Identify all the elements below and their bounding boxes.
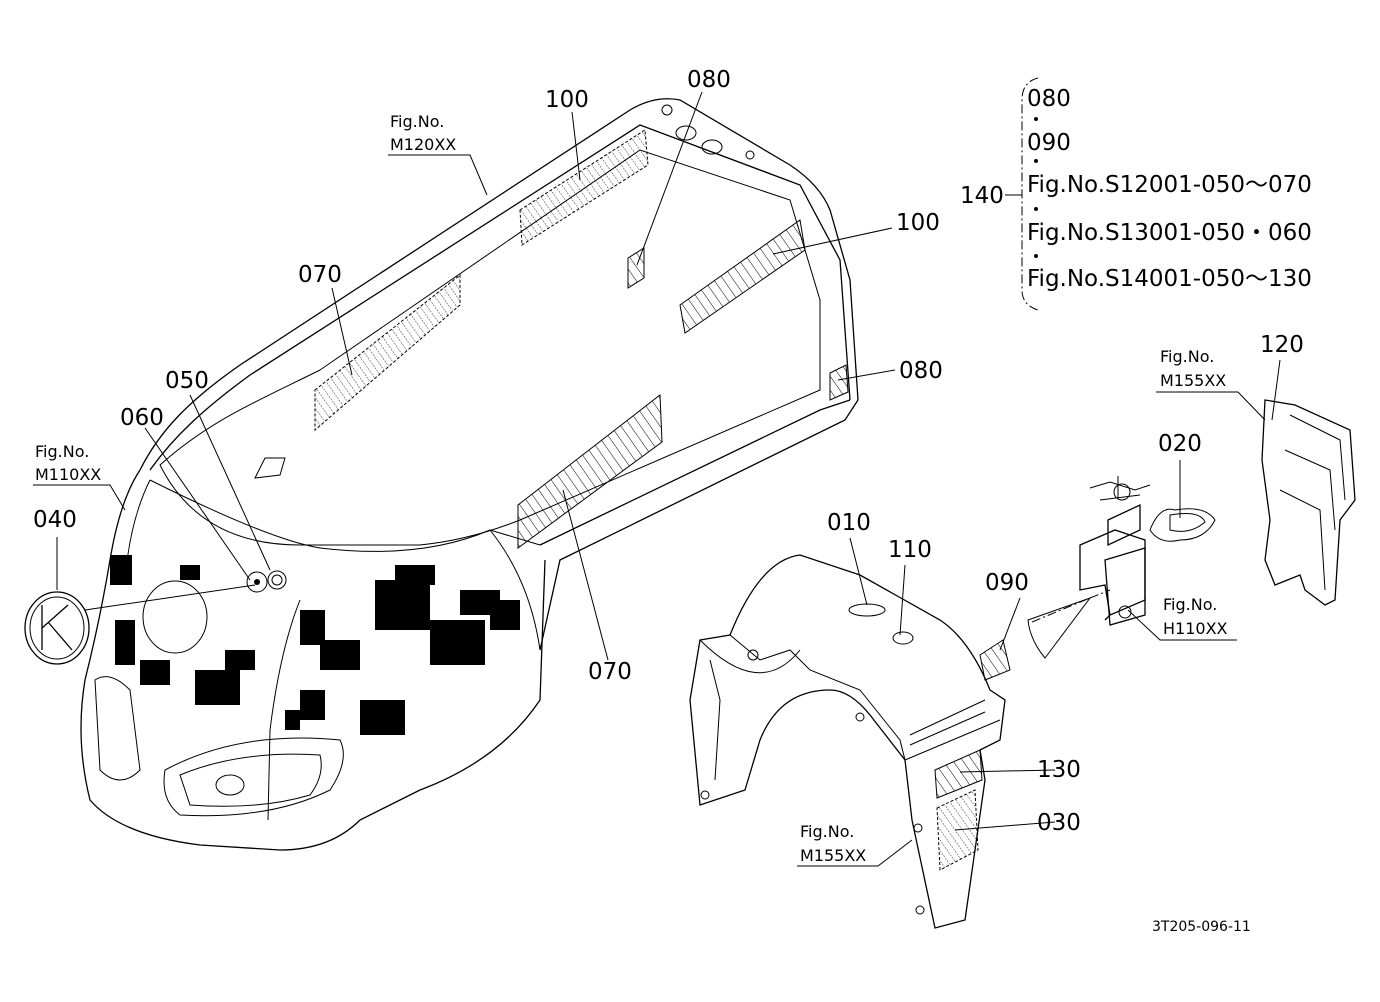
figref-m110-line2: M110XX (35, 465, 101, 484)
callout-010: 010 (827, 510, 871, 536)
decal-070-bottom (517, 394, 663, 549)
hood-texture (110, 555, 520, 735)
fender-assembly (689, 554, 1006, 929)
bom-item-5: Fig.No.S14001-050～130 (1027, 266, 1312, 292)
side-panel-120 (1261, 399, 1356, 606)
figref-m155-bottom-line1: Fig.No. (800, 822, 854, 841)
callout-100-top: 100 (545, 87, 589, 113)
decal-070-left (314, 273, 461, 432)
callout-120: 120 (1260, 332, 1304, 358)
bom-number: 140 (960, 183, 1004, 209)
callout-080-top: 080 (687, 67, 731, 93)
decal-100-top (519, 129, 649, 246)
figref-m155-bottom-line2: M155XX (800, 846, 866, 865)
figref-m120-line1: Fig.No. (390, 112, 444, 131)
callout-020: 020 (1158, 431, 1202, 457)
callout-070-bottom: 070 (588, 659, 632, 685)
figref-m155-right-line1: Fig.No. (1160, 347, 1214, 366)
mount-bracket (1027, 476, 1216, 659)
decal-100-right (679, 219, 806, 334)
callout-100-right: 100 (896, 210, 940, 236)
figref-m110-line1: Fig.No. (35, 442, 89, 461)
hood-assembly (80, 98, 859, 851)
decal-130 (934, 749, 983, 799)
bom-group-140: 140 080 090 Fig.No.S12001-050～070 Fig.No… (960, 77, 1312, 311)
bom-item-1: 080 (1027, 86, 1071, 112)
figref-m120-line2: M120XX (390, 135, 456, 154)
callout-030: 030 (1037, 810, 1081, 836)
figref-h110-line1: Fig.No. (1163, 595, 1217, 614)
figref-h110-line2: H110XX (1163, 619, 1228, 638)
callout-labels: 100 080 070 100 080 050 060 040 070 010 … (33, 67, 1304, 836)
callout-090: 090 (985, 570, 1029, 596)
callout-050: 050 (165, 368, 209, 394)
callout-040: 040 (33, 507, 77, 533)
figure-references: Fig.No. M120XX Fig.No. M110XX Fig.No. M1… (35, 112, 1228, 865)
callout-130: 130 (1037, 757, 1081, 783)
callout-080-right: 080 (899, 358, 943, 384)
decal-080-right (829, 364, 849, 401)
emblem-040 (24, 591, 90, 665)
leader-lines (33, 91, 1281, 867)
callout-060: 060 (120, 405, 164, 431)
bom-item-4: Fig.No.S13001-050・060 (1027, 220, 1312, 246)
callout-070-left: 070 (298, 262, 342, 288)
drawing-code: 3T205-096-11 (1152, 919, 1251, 935)
bom-item-2: 090 (1027, 130, 1071, 156)
callout-110: 110 (888, 537, 932, 563)
bom-item-3: Fig.No.S12001-050～070 (1027, 172, 1312, 198)
figref-m155-right-line2: M155XX (1160, 371, 1226, 390)
decal-090 (979, 639, 1011, 681)
